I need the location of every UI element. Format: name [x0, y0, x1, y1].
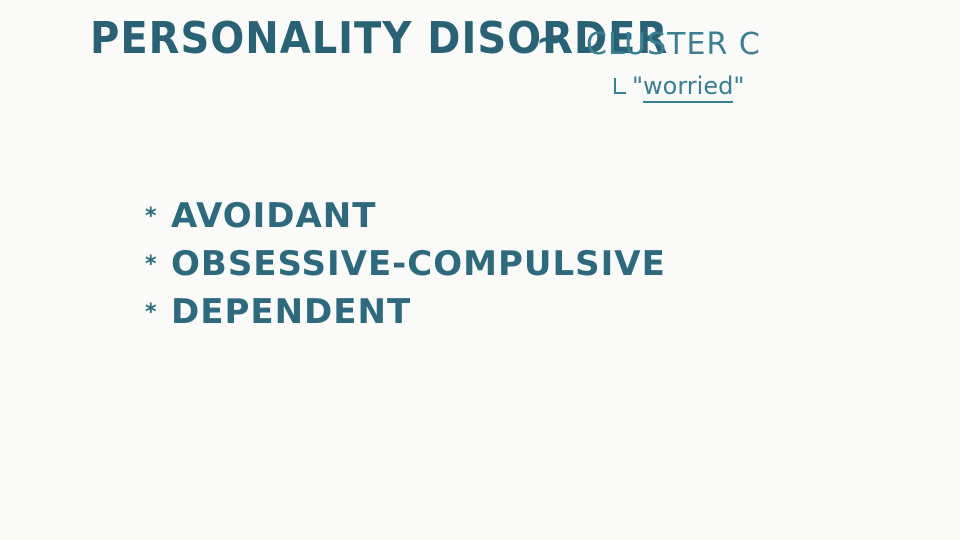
- open-quote: ": [632, 72, 644, 100]
- list-item-obsessive-compulsive: * OBSESSIVE-COMPULSIVE: [145, 240, 666, 288]
- page-title: PERSONALITY DISORDER: [90, 14, 669, 64]
- asterisk-bullet-icon: *: [145, 299, 157, 325]
- asterisk-bullet-icon: *: [145, 203, 157, 229]
- annotation-hook-icon: [614, 78, 626, 94]
- disorder-list: * AVOIDANT * OBSESSIVE-COMPULSIVE * DEPE…: [145, 192, 666, 336]
- asterisk-bullet-icon: *: [145, 251, 157, 277]
- list-item-avoidant: * AVOIDANT: [145, 192, 666, 240]
- title-separator: ~: [536, 20, 565, 60]
- list-item-label: OBSESSIVE-COMPULSIVE: [171, 244, 666, 284]
- close-quote: ": [733, 72, 745, 100]
- list-item-label: AVOIDANT: [171, 196, 377, 236]
- list-item-label: DEPENDENT: [171, 292, 412, 332]
- cluster-subtitle: CLUSTER C: [586, 27, 761, 62]
- cluster-annotation: "worried": [632, 72, 745, 103]
- annotation-word: worried: [643, 72, 734, 103]
- list-item-dependent: * DEPENDENT: [145, 288, 666, 336]
